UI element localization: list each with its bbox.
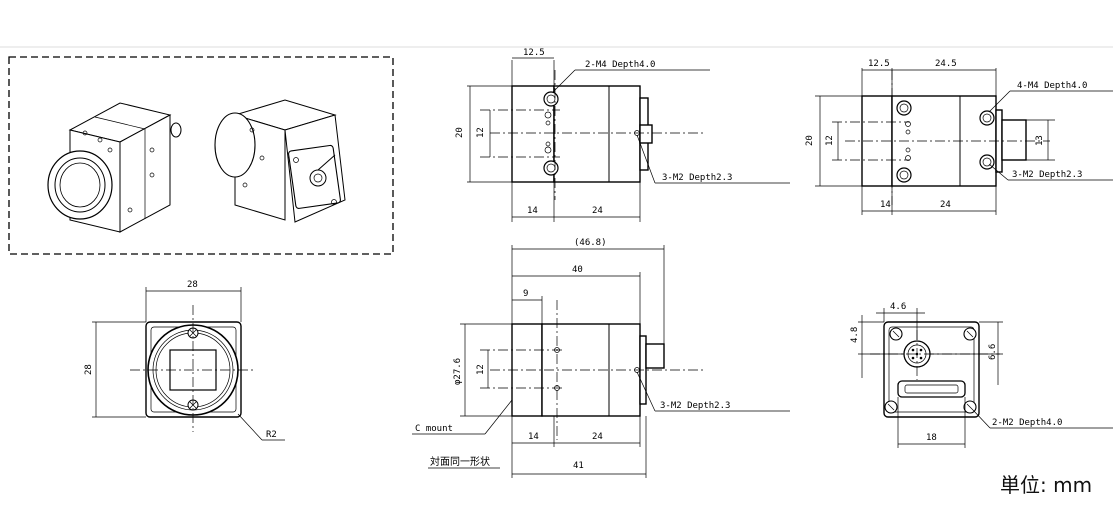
isometric-camera-front xyxy=(47,102,182,233)
top-thread-note: 2-M4 Depth4.0 xyxy=(585,60,655,70)
length-dim-flange: 9 xyxy=(523,289,528,299)
side-dim-front: 12.5 xyxy=(868,59,890,69)
rear-usb-port xyxy=(897,380,966,398)
rear-dim-holes: 18 xyxy=(926,433,937,443)
isometric-frame xyxy=(8,56,394,255)
length-mount-note: C mount xyxy=(415,424,453,434)
top-dim-bottom-left: 14 xyxy=(527,206,538,216)
length-opposite-note: 対面同一形状 xyxy=(430,455,490,468)
side-dim-rear: 24.5 xyxy=(935,59,957,69)
side-view: 12.5 24.5 4-M4 Depth4.0 20 12 13 14 24 3… xyxy=(805,59,1113,215)
side-dim-connector: 13 xyxy=(1035,135,1045,146)
length-dim-overall: 41 xyxy=(573,461,584,471)
rear-view: 4.6 4.8 6.6 18 2-M2 Depth4.0 xyxy=(850,302,1113,448)
rear-dim-offset-y: 4.8 xyxy=(850,327,860,343)
length-dim-total-paren: (46.8) xyxy=(574,238,607,248)
side-side-note: 3-M2 Depth2.3 xyxy=(1012,170,1082,180)
side-thread-note: 4-M4 Depth4.0 xyxy=(1017,81,1087,91)
top-view: 12.5 2-M4 Depth4.0 20 12 14 24 3-M2 Dept… xyxy=(455,48,790,222)
side-dim-inner: 12 xyxy=(825,135,835,146)
top-side-note: 3-M2 Depth2.3 xyxy=(662,173,732,183)
length-dim-diameter: φ27.6 xyxy=(453,358,463,385)
side-dim-bottom-left: 14 xyxy=(880,200,891,210)
top-dim-inner: 12 xyxy=(476,127,486,138)
length-dim-body: 40 xyxy=(572,265,583,275)
top-view-rear-section xyxy=(553,85,641,183)
front-dim-width: 28 xyxy=(187,280,198,290)
length-view: (46.8) 40 9 φ27.6 12 C mount 3-M2 Depth2… xyxy=(412,238,790,478)
side-dim-bottom-right: 24 xyxy=(940,200,951,210)
isometric-views xyxy=(8,56,394,255)
length-dim-bottom-left: 14 xyxy=(528,432,539,442)
front-corner-radius: R2 xyxy=(266,430,277,440)
top-dim-height: 20 xyxy=(455,127,465,138)
side-dim-height: 20 xyxy=(805,135,815,146)
rear-dim-connector-y: 6.6 xyxy=(988,344,998,360)
rear-dim-offset-x: 4.6 xyxy=(890,302,906,312)
rear-thread-note: 2-M2 Depth4.0 xyxy=(992,418,1062,428)
length-dim-bottom-right: 24 xyxy=(592,432,603,442)
isometric-camera-rear xyxy=(214,99,346,223)
length-side-note: 3-M2 Depth2.3 xyxy=(660,401,730,411)
length-dim-inner: 12 xyxy=(476,364,486,375)
front-view: 28 28 R2 xyxy=(84,280,285,441)
unit-label: 単位: mm xyxy=(1000,473,1092,497)
front-dim-height: 28 xyxy=(84,364,94,375)
top-dim-bottom-right: 24 xyxy=(592,206,603,216)
top-dim-front: 12.5 xyxy=(523,48,545,58)
